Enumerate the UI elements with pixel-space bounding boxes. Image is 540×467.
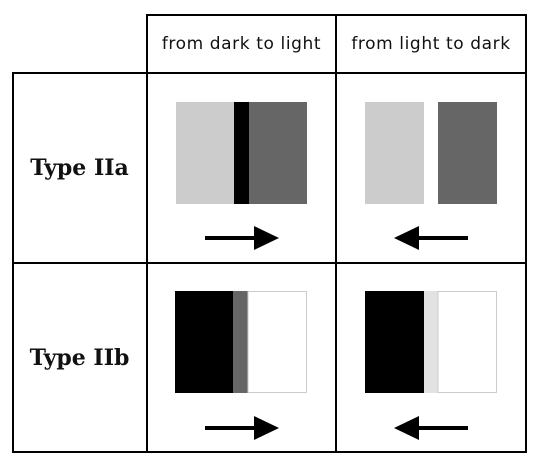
stimulus-iia-light-to-dark [365, 102, 497, 250]
arrow-left-icon [394, 226, 468, 250]
light-gray-region [176, 102, 234, 204]
grid-line-col1 [146, 14, 148, 453]
grid-line-left [12, 72, 14, 453]
very-light-gray-band [424, 291, 438, 393]
cell-iia-light-to-dark [337, 74, 525, 262]
grid-line-bottom [12, 451, 527, 453]
white-gap [424, 102, 438, 204]
row-label-type-iia: Type IIa [30, 155, 129, 181]
header-from-light-to-dark: from light to dark [351, 34, 511, 54]
cell-iia-dark-to-light [148, 74, 335, 262]
cell-iib-light-to-dark [337, 264, 525, 451]
arrow-right-icon [205, 226, 279, 250]
white-region [247, 291, 307, 393]
white-region [437, 291, 497, 393]
dark-gray-region [438, 102, 497, 204]
row-label-type-iib: Type IIb [29, 344, 130, 371]
grid-line-header-bottom [12, 72, 527, 74]
black-band [234, 102, 249, 204]
stimulus-iib-light-to-dark [365, 291, 497, 440]
light-gray-region [365, 102, 424, 204]
arrow-right-icon [205, 416, 279, 440]
dark-gray-region [249, 102, 307, 204]
grid-line-middle [12, 262, 527, 264]
cell-iib-dark-to-light [148, 264, 335, 451]
dark-gray-band [233, 291, 248, 393]
grid-line-col2 [335, 14, 337, 453]
arrow-left-icon [394, 416, 468, 440]
black-region [365, 291, 424, 393]
header-from-dark-to-light: from dark to light [161, 34, 322, 54]
stimulus-iib-dark-to-light [175, 291, 307, 440]
stimulus-iia-dark-to-light [176, 102, 307, 250]
black-region [175, 291, 233, 393]
grid-line-right [525, 14, 527, 453]
